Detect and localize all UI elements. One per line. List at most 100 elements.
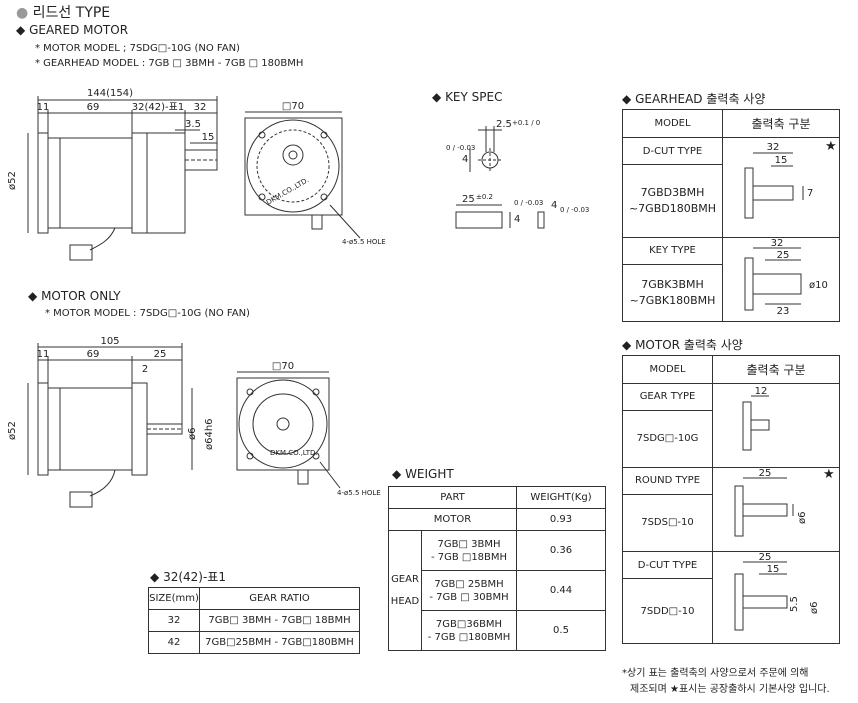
wt-row1-value: 0.36 [516,530,606,571]
gm-side-flange [37,132,49,234]
gm-dim-32b: 32 [194,102,207,113]
key-dim-2-5-tol: +0.1 / 0 [512,119,540,127]
diamond-icon: ◆ [622,338,632,352]
mo-side-body [47,387,133,471]
motor-only-heading: ◆ MOTOR ONLY [28,289,121,303]
mt-col-type: 출력축 구분 [712,355,840,384]
gh-row1-model-a: 7GBD3BMH [640,186,705,200]
gm-dim-hole: 4-ø5.5 HOLE [342,238,386,246]
gm-dim-32a: 32(42)-표1 [132,102,184,113]
key-dim-25: 25 [462,194,475,205]
gearhead-table-heading-text: GEARHEAD 출력축 사양 [635,92,766,106]
rt-row1-ratio: 7GB□ 3BMH - 7GB□ 18BMH [199,609,360,632]
wt-gear-label: GEAR [391,573,419,585]
gm-cable [89,227,116,251]
mt-gear-d1: 12 [755,386,768,397]
wt-row1-l2: - 7GB □18BMH [430,551,508,563]
mo-dim-2: 2 [142,364,148,375]
rt-row1-size: 32 [148,609,200,632]
wt-row3-part: 7GB□36BMH - 7GB □180BMH [421,610,517,651]
motor-table-heading: ◆ MOTOR 출력축 사양 [622,336,743,353]
gh-row1-model-b: ~7GBD180BMH [628,202,717,216]
mo-connector [69,491,93,508]
wt-row2-value: 0.44 [516,570,606,611]
mo-side-flange [37,382,49,476]
gh-key-d3: ø10 [809,280,828,291]
wt-motor-value: 0.93 [516,508,606,531]
rt-col-size: SIZE(mm) [148,587,200,610]
mo-dim-69: 69 [87,349,100,360]
ratio-table: SIZE(mm) GEAR RATIO 32 7GB□ 3BMH - 7GB□ … [148,587,360,654]
motor-table-heading-text: MOTOR 출력축 사양 [635,338,743,352]
footnote-line2: 제조되며 ★표시는 공장출하시 기본사양 입니다. [630,684,830,695]
diamond-icon: ◆ [622,92,632,106]
mt-round-svg: 25 ø6 ★ [734,467,835,537]
key-dim-4c-tol: 0 / -0.03 [560,206,589,214]
mt-dcut-d3: 5.5 [789,596,800,612]
weight-heading: ◆ WEIGHT [392,467,454,481]
gm-dim-3-5: 3.5 [185,119,201,130]
key-dim-4: 4 [462,154,468,165]
gh-dcut-svg: 32 15 7 ★ [744,139,837,219]
gm-side-gearhead [146,132,186,234]
key-dim-4b-tol: 0 / -0.03 [514,199,543,207]
page-title-text: 리드선 TYPE [32,5,111,21]
mt-col-model: MODEL [622,355,713,384]
gh-dcut-d1: 32 [767,142,780,153]
wt-row1-part: 7GB□ 3BMH - 7GB □18BMH [421,530,517,571]
ratio-heading: ◆ 32(42)-표1 [150,568,226,585]
key-dim-2-5: 2.5 [496,119,512,130]
wt-gearhead-label: GEAR HEAD [388,530,422,651]
gh-col-type: 출력축 구분 [722,109,840,138]
gm-dim-dia52: ø52 [7,171,18,190]
gm-dim-11: 11 [37,102,50,113]
gearhead-table-heading: ◆ GEARHEAD 출력축 사양 [622,90,765,107]
gm-front-circle [246,119,340,213]
mo-dim-25: 25 [154,349,167,360]
mt-dcut-d2: 15 [767,564,780,575]
wt-row1-l1: 7GB□ 3BMH [437,538,501,550]
gh-key-d1: 32 [771,238,784,249]
gearhead-table: MODEL 출력축 구분 D-CUT TYPE 32 15 7 ★ 7GBD3B… [622,109,840,323]
gm-connector [69,244,93,261]
gh-col-model: MODEL [622,109,723,138]
wt-row2-l2: - 7GB □ 30BMH [429,591,509,603]
mo-dim-11: 11 [37,349,50,360]
star-icon: ★ [823,468,835,482]
mo-brand: DKM.CO.,LTD. [270,449,318,457]
mo-dim-hole: 4-ø5.5 HOLE [337,489,381,497]
gm-front-square [244,117,343,216]
motor-only-heading-text: MOTOR ONLY [41,289,121,303]
key-end [537,211,545,229]
mt-dcut-d1: 25 [759,552,772,563]
gh-dcut-d2: 15 [775,155,788,166]
key-dim-25-tol: ±0.2 [476,193,493,201]
wt-row3-l1: 7GB□36BMH [435,618,503,630]
mo-shaft [146,423,183,435]
mo-dim-dia52: ø52 [7,421,18,440]
mt-round-d1: 25 [759,468,772,479]
ratio-heading-text: 32(42)-표1 [163,570,226,584]
gh-row1-models: 7GBD3BMH ~7GBD180BMH [622,164,723,238]
footnote-line1: *상기 표는 출력축의 사양으로서 주문에 의해 [622,668,809,679]
wt-row2-l1: 7GB□ 25BMH [434,578,504,590]
weight-heading-text: WEIGHT [405,467,454,481]
key-side [455,211,503,229]
mt-row2-model: 7SDS□-10 [622,493,713,553]
diamond-icon: ◆ [150,570,160,584]
wt-col-part: PART [388,486,517,509]
geared-heading: ◆ GEARED MOTOR [16,23,128,37]
gm-side-collar [131,132,148,234]
diamond-icon: ◆ [16,23,26,37]
star-icon: ★ [825,139,837,154]
rt-row2-ratio: 7GB□25BMH - 7GB□180BMH [199,631,360,654]
wt-col-weight: WEIGHT(Kg) [516,486,606,509]
gh-key-d2: 25 [777,250,790,261]
mt-round-d2: ø6 [797,512,808,524]
gm-brand: DKM.CO.,LTD. [265,176,310,207]
diamond-icon: ◆ [392,467,402,481]
diamond-icon: ◆ [28,289,38,303]
gh-row1-drawing: 32 15 7 ★ [722,137,840,238]
mt-row2-type: ROUND TYPE [622,467,713,495]
